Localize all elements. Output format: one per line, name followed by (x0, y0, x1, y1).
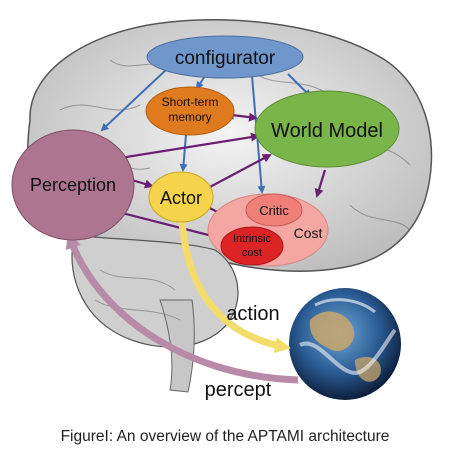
intrinsic-cost-label-line2: cost (242, 247, 262, 259)
world-model-label: World Model (271, 120, 383, 142)
arrow-configurator-memory (195, 75, 206, 90)
actor-node: Actor (148, 171, 214, 223)
memory-label-line2: memory (168, 110, 211, 124)
figure-caption: FigureI: An overview of the APTAMI archi… (60, 428, 390, 445)
configurator-node: configurator (146, 35, 304, 79)
percept-arrow (65, 232, 299, 384)
arrow-configurator-perception (100, 67, 169, 132)
arrow-memory-worldmodel (225, 110, 258, 122)
world-model-node: World Model (254, 90, 400, 168)
critic-node (245, 193, 303, 227)
earth-image (289, 288, 401, 400)
arrow-perception-worldmodel (119, 132, 260, 160)
arrow-actor-worldmodel (207, 154, 272, 189)
perception-label: Perception (30, 175, 116, 195)
cost-node: Cost Critic Intrinsic cost (207, 193, 329, 267)
percept-label: percept (205, 379, 272, 401)
arrow-memory-actor (179, 134, 188, 172)
arrow-worldmodel-cost (314, 169, 327, 198)
intrinsic-cost-label-line1: Intrinsic (233, 233, 271, 245)
short-term-memory-node: Short-term memory (145, 86, 235, 136)
memory-label-line1: Short-term (162, 95, 219, 109)
action-arrow (178, 221, 291, 354)
perception-node: Perception (11, 129, 135, 241)
action-label: action (226, 303, 279, 325)
actor-label: Actor (160, 188, 202, 208)
critic-label: Critic (259, 203, 289, 218)
intrinsic-cost-node (220, 226, 284, 266)
configurator-label: configurator (175, 48, 276, 69)
cost-label: Cost (294, 225, 323, 241)
